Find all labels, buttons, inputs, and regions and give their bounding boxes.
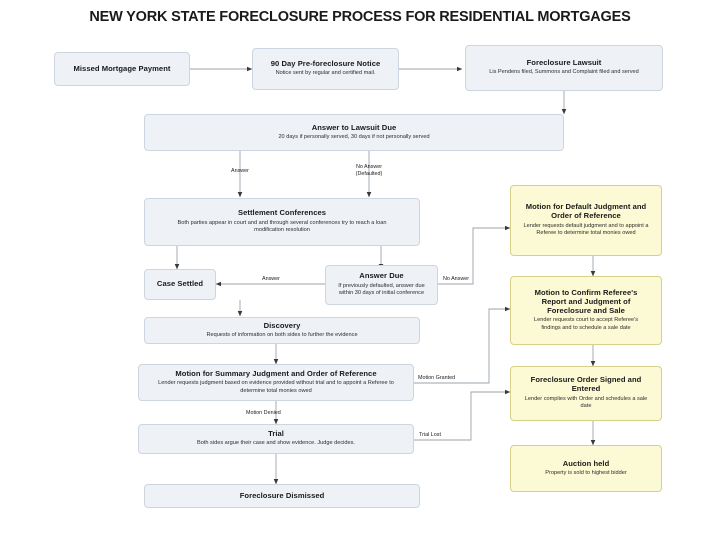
node-title: Case Settled [156,279,204,289]
node-subtitle: Requests of information on both sides to… [206,331,358,338]
node-title: Discovery [263,320,301,330]
node-title: Settlement Conferences [237,208,327,218]
edge-label-trial-lost: Trial Lost [419,432,441,438]
node-title: Answer to Lawsuit Due [311,122,397,132]
node-subtitle: Lender requests court to accept Referee'… [534,317,638,331]
node-foreclosure-dismissed[interactable]: Foreclosure Dismissed [144,484,420,508]
edge-label-no-answer-2: No Answer [443,276,470,282]
edge-label-no-answer-defaulted: No Answer (Defaulted) [343,164,395,178]
node-subtitle: Lender requests default judgment and to … [523,222,649,237]
node-subtitle: Lender requests judgment based on eviden… [158,380,394,394]
node-answer-due[interactable]: Answer Due If previously defaulted, answ… [325,265,438,305]
page-title: NEW YORK STATE FORECLOSURE PROCESS FOR R… [89,9,631,25]
edge-label-line-2: (Defaulted) [355,171,383,178]
node-foreclosure-order-signed[interactable]: Foreclosure Order Signed and Entered Len… [510,366,662,421]
node-motion-summary-judgment[interactable]: Motion for Summary Judgment and Order of… [138,364,414,401]
node-subtitle: Lender complies with Order and schedules… [524,395,648,410]
edge-label-answer-1: Answer [231,168,249,174]
node-title: Auction held [562,458,610,468]
node-90-day-pre-foreclosure-notice[interactable]: 90 Day Pre-foreclosure Notice Notice sen… [252,48,399,90]
node-subtitle: Notice sent by regular and certified mai… [275,70,376,77]
node-title: Motion for Default Judgment and Order of… [525,202,647,221]
node-title: Foreclosure Lawsuit [526,58,602,67]
node-auction-held[interactable]: Auction held Property is sold to highest… [510,445,662,492]
node-title: Trial [268,429,284,438]
node-title: 90 Day Pre-foreclosure Notice [270,59,381,68]
node-title: Motion for Summary Judgment and Order of… [175,368,377,378]
node-motion-confirm-referee-report[interactable]: Motion to Confirm Referee's Report and J… [510,276,662,345]
edge-label-line-1: No Answer [355,164,383,170]
node-title: Foreclosure Dismissed [239,490,325,500]
node-subtitle: Property is sold to highest bidder [545,469,627,476]
edge-label-motion-granted: Motion Granted [418,375,456,381]
node-subtitle: Both sides argue their case and show evi… [197,440,355,447]
node-subtitle: If previously defaulted, answer due with… [338,282,425,297]
node-trial[interactable]: Trial Both sides argue their case and sh… [138,424,414,454]
node-foreclosure-lawsuit[interactable]: Foreclosure Lawsuit Lis Pendens filed, S… [465,45,663,91]
edge-msj-to-confirm-referee [414,306,511,384]
node-answer-to-lawsuit-due[interactable]: Answer to Lawsuit Due 20 days if persona… [144,114,564,151]
node-settlement-conferences[interactable]: Settlement Conferences Both parties appe… [144,198,420,246]
node-subtitle: Both parties appear in court and and thr… [177,219,387,234]
node-subtitle: 20 days if personally served, 30 days if… [278,133,430,140]
edge-label-answer-2: Answer [262,276,280,282]
node-motion-default-judgment[interactable]: Motion for Default Judgment and Order of… [510,185,662,256]
node-discovery[interactable]: Discovery Requests of information on bot… [144,317,420,344]
node-missed-mortgage-payment[interactable]: Missed Mortgage Payment [54,52,190,86]
node-case-settled[interactable]: Case Settled [144,269,216,300]
node-subtitle: Lis Pendens filed, Summons and Complaint… [489,69,639,76]
node-title: Foreclosure Order Signed and Entered [530,375,642,394]
node-title: Missed Mortgage Payment [73,63,171,73]
edge-label-motion-denied: Motion Denied [246,410,281,416]
node-title: Motion to Confirm Referee's Report and J… [534,287,638,315]
node-title: Answer Due [359,271,404,281]
